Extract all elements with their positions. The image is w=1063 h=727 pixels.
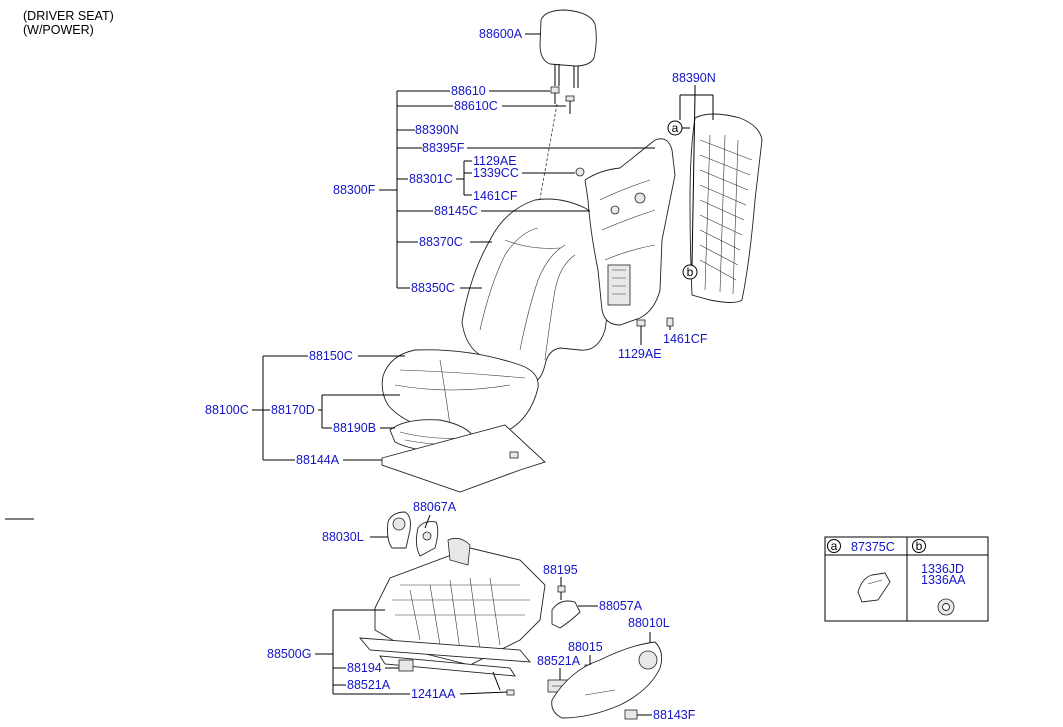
callout-b-circle bbox=[682, 264, 698, 280]
part-label-88610[interactable]: 88610 bbox=[451, 84, 486, 98]
bolt-1241AA-icon bbox=[506, 689, 515, 696]
part-label-88610C[interactable]: 88610C bbox=[454, 99, 498, 113]
bolt-88195-icon bbox=[557, 585, 566, 600]
part-label-88100C[interactable]: 88100C bbox=[205, 403, 249, 417]
legend-a-letter: a bbox=[830, 539, 838, 553]
bolt-icon bbox=[636, 319, 646, 334]
part-label-88150C[interactable]: 88150C bbox=[309, 349, 353, 363]
part-label-1241AA[interactable]: 1241AA bbox=[411, 687, 456, 701]
legend-part-1336AA[interactable]: 1336AA bbox=[921, 573, 966, 587]
callout-b-letter: b bbox=[686, 265, 694, 279]
part-label-88350C[interactable]: 88350C bbox=[411, 281, 455, 295]
seat-back-cushion-icon bbox=[461, 198, 613, 382]
part-label-88194[interactable]: 88194 bbox=[347, 661, 382, 675]
cap-88143F-icon bbox=[624, 709, 638, 720]
cushion-mat-icon bbox=[381, 424, 546, 493]
diagram-title-line1: (DRIVER SEAT) bbox=[23, 9, 114, 23]
nut-icon bbox=[575, 167, 585, 177]
bracket-88057A-icon bbox=[551, 600, 581, 629]
clip-icon bbox=[666, 317, 674, 327]
part-label-88010L[interactable]: 88010L bbox=[628, 616, 670, 630]
part-label-88195[interactable]: 88195 bbox=[543, 563, 578, 577]
recliner-cover-icon bbox=[387, 511, 411, 549]
recliner-cover-inner-icon bbox=[415, 521, 439, 557]
part-label-88190B[interactable]: 88190B bbox=[333, 421, 377, 435]
headrest-icon bbox=[539, 9, 597, 88]
legend-part-1336JD[interactable]: 1336JD bbox=[921, 562, 965, 576]
part-label-88300F[interactable]: 88300F bbox=[333, 183, 376, 197]
part-label-1129AE-bottom[interactable]: 1129AE bbox=[618, 347, 662, 361]
leader-lines bbox=[5, 33, 714, 716]
part-label-1461CF-top[interactable]: 1461CF bbox=[473, 189, 518, 203]
legend-table bbox=[824, 536, 989, 622]
seat-track-frame-icon bbox=[358, 537, 546, 677]
seat-back-panel-icon bbox=[689, 113, 763, 303]
part-label-88370C[interactable]: 88370C bbox=[419, 235, 463, 249]
part-label-88067A[interactable]: 88067A bbox=[413, 500, 457, 514]
part-label-1129AE-top[interactable]: 1129AE bbox=[473, 154, 517, 168]
part-label-88521A-left[interactable]: 88521A bbox=[347, 678, 391, 692]
part-label-88521A-mid[interactable]: 88521A bbox=[537, 654, 581, 668]
part-label-88395F[interactable]: 88395F bbox=[422, 141, 465, 155]
clip-87375C-icon bbox=[857, 572, 891, 603]
legend-part-87375C[interactable]: 87375C bbox=[851, 540, 895, 554]
part-label-88015[interactable]: 88015 bbox=[568, 640, 603, 654]
part-label-1339CC[interactable]: 1339CC bbox=[473, 166, 519, 180]
part-label-88143F[interactable]: 88143F bbox=[653, 708, 696, 722]
part-label-88145C[interactable]: 88145C bbox=[434, 204, 478, 218]
part-label-88600A[interactable]: 88600A bbox=[479, 27, 523, 41]
part-label-88390N-left[interactable]: 88390N bbox=[415, 123, 459, 137]
part-label-88301C[interactable]: 88301C bbox=[409, 172, 453, 186]
part-label-88390N-right[interactable]: 88390N bbox=[672, 71, 716, 85]
legend-b-letter: b bbox=[915, 539, 923, 553]
part-label-88030L[interactable]: 88030L bbox=[322, 530, 364, 544]
seat-back-frame-icon bbox=[584, 138, 676, 326]
part-label-88500G[interactable]: 88500G bbox=[267, 647, 312, 661]
part-label-88144A[interactable]: 88144A bbox=[296, 453, 340, 467]
headrest-guide-icon bbox=[550, 86, 575, 114]
grommet-1336-icon bbox=[937, 598, 955, 616]
cover-88194-icon bbox=[398, 659, 414, 672]
diagram-title-line2: (W/POWER) bbox=[23, 23, 94, 37]
part-label-88170D[interactable]: 88170D bbox=[271, 403, 315, 417]
side-shield-icon bbox=[551, 641, 663, 719]
callout-a-letter: a bbox=[671, 121, 679, 135]
seat-cushion-cover-icon bbox=[381, 349, 539, 437]
part-label-1461CF-bottom[interactable]: 1461CF bbox=[663, 332, 708, 346]
part-label-88057A[interactable]: 88057A bbox=[599, 599, 643, 613]
callout-a-circle bbox=[667, 120, 683, 136]
